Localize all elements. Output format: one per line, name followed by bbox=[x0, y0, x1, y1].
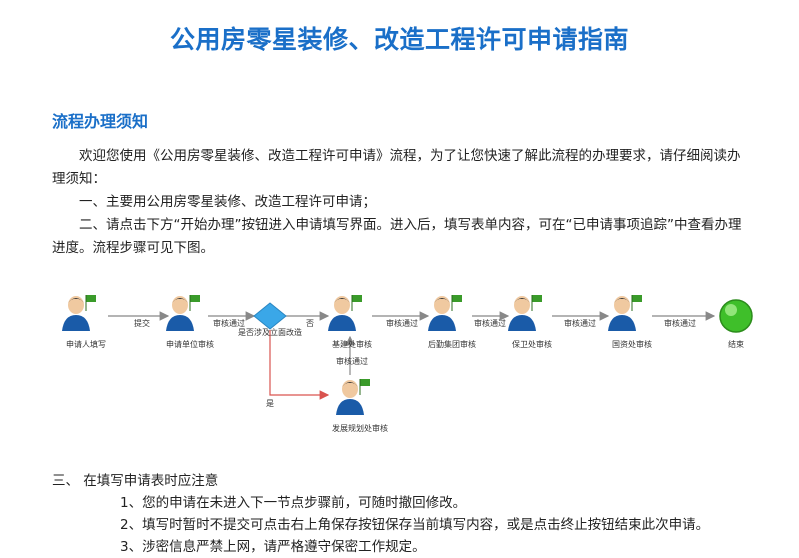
intro-item-2: 二、请点击下方“开始办理”按钮进入申请填写界面。进入后，填写表单内容，可在“已申… bbox=[52, 217, 742, 256]
notes-item-2: 2、填写时暂时不提交可点击右上角保存按钮保存当前填写内容，或是点击终止按钮结束此… bbox=[120, 517, 710, 533]
flow-node-label: 申请人填写 bbox=[66, 340, 106, 349]
edge-label: 审核通过 bbox=[474, 319, 506, 328]
flow-node-label: 基建处审核 bbox=[332, 340, 372, 349]
person-icon bbox=[428, 295, 462, 331]
page-title: 公用房零星装修、改造工程许可申请指南 bbox=[169, 25, 629, 54]
person-icon bbox=[608, 295, 642, 331]
notes-item-1: 1、您的申请在未进入下一节点步骤前，可随时撤回修改。 bbox=[120, 495, 467, 511]
intro-paragraph: 欢迎您使用《公用房零星装修、改造工程许可申请》流程，为了让您快速了解此流程的办理… bbox=[52, 148, 741, 187]
edge-label: 审核通过 bbox=[386, 319, 418, 328]
flow-node-label: 后勤集团审核 bbox=[428, 340, 476, 349]
edge-label: 提交 bbox=[134, 319, 150, 328]
intro-item-1: 一、主要用公用房零星装修、改造工程许可申请； bbox=[79, 194, 376, 210]
edge-n3-n9 bbox=[269, 330, 330, 400]
flow-node-label: 申请单位审核 bbox=[166, 340, 214, 349]
edge-label: 审核通过 bbox=[336, 357, 368, 366]
notes-section: 三、 在填写申请表时应注意 1、您的申请在未进入下一节点步骤前，可随时撤回修改。… bbox=[52, 470, 792, 558]
notes-item-3: 3、涉密信息严禁上网，请严格遵守保密工作规定。 bbox=[120, 539, 426, 555]
edge-label: 审核通过 bbox=[564, 319, 596, 328]
process-flow-diagram: 申请人填写 申请单位审核 是否涉及立面改造 基建处审核 后勤集团审核 bbox=[60, 285, 780, 433]
edge-label: 审核通过 bbox=[213, 319, 245, 328]
person-icon bbox=[328, 295, 362, 331]
person-icon bbox=[62, 295, 96, 331]
intro-text: 欢迎您使用《公用房零星装修、改造工程许可申请》流程，为了让您快速了解此流程的办理… bbox=[52, 145, 752, 260]
flow-node-label: 发展规划处审核 bbox=[332, 424, 388, 433]
edge-label: 审核通过 bbox=[664, 319, 696, 328]
end-circle bbox=[719, 299, 753, 333]
flow-node-label: 国资处审核 bbox=[612, 340, 652, 349]
flow-connectors bbox=[108, 299, 753, 400]
person-icon bbox=[336, 379, 370, 415]
flow-node-label: 是否涉及立面改造 bbox=[238, 328, 302, 337]
person-icon bbox=[166, 295, 200, 331]
edge-label: 否 bbox=[306, 319, 314, 328]
flow-node-label: 保卫处审核 bbox=[512, 340, 552, 349]
end-circle-highlight bbox=[725, 304, 737, 316]
person-icon bbox=[508, 295, 542, 331]
decision-diamond bbox=[253, 302, 287, 330]
notes-heading: 三、 在填写申请表时应注意 bbox=[52, 473, 219, 489]
flow-node-label: 结束 bbox=[728, 340, 744, 349]
edge-label: 是 bbox=[266, 399, 274, 408]
section-title: 流程办理须知 bbox=[52, 112, 149, 131]
